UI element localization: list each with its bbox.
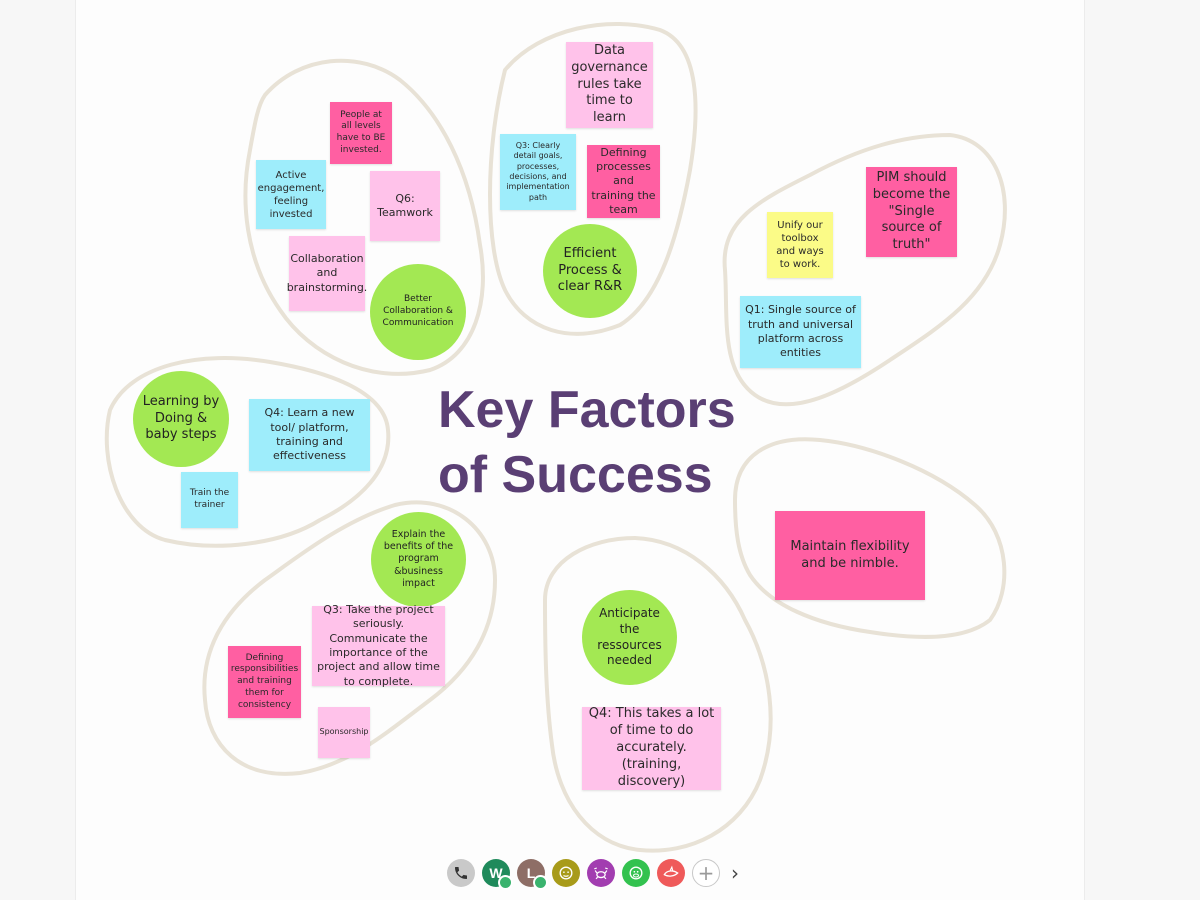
circle-anticipate-resources[interactable]: Anticipate the ressources needed <box>582 590 677 685</box>
sticky-note-q1-single-source[interactable]: Q1: Single source of truth and universal… <box>740 296 861 368</box>
add-participant-button[interactable]: + <box>692 859 720 887</box>
board-title: Key Factors of Success <box>438 378 758 508</box>
sticky-note-active-engagement[interactable]: Active engagement, feeling invested <box>256 160 326 229</box>
sticky-note-collaboration-brainstorming[interactable]: Collaboration and brainstorming. <box>287 236 367 311</box>
avatar-l[interactable]: L <box>517 859 548 890</box>
sticky-note-defining-processes[interactable]: Defining processes and training the team <box>587 145 660 218</box>
sticky-note-pim-single-source[interactable]: PIM should become the "Single source of … <box>866 167 957 257</box>
sticky-note-people-invested[interactable]: People at all levels have to BE invested… <box>330 102 392 164</box>
circle-better-collaboration[interactable]: Better Collaboration & Communication <box>370 264 466 360</box>
sticky-note-q4-takes-time[interactable]: Q4: This takes a lot of time to do accur… <box>582 706 721 790</box>
sticky-note-unify-toolbox[interactable]: Unify our toolbox and ways to work. <box>767 212 833 278</box>
circle-learning-by-doing[interactable]: Learning by Doing & baby steps <box>133 371 229 467</box>
phone-icon[interactable] <box>447 859 475 887</box>
sticky-note-teamwork[interactable]: Q6: Teamwork <box>370 171 440 241</box>
online-status-icon <box>533 875 548 890</box>
avatar-shark-icon[interactable] <box>657 859 685 887</box>
sticky-note-q3-goals[interactable]: Q3: Clearly detail goals, processes, dec… <box>500 134 576 210</box>
participants-toolbar: W L + › <box>447 857 742 890</box>
sticky-note-train-the-trainer[interactable]: Train the trainer <box>181 472 238 528</box>
sticky-note-data-governance[interactable]: Data governance rules take time to learn <box>566 42 653 128</box>
avatar-l-letter: L <box>526 865 536 881</box>
avatar-w[interactable]: W <box>482 859 513 890</box>
sticky-note-sponsorship[interactable]: Sponsorship <box>318 707 370 758</box>
board-title-line-1: Key Factors <box>438 381 736 439</box>
avatar-crab-icon[interactable] <box>587 859 615 887</box>
board-title-line-2: of Success <box>438 446 713 504</box>
sticky-note-q4-learn-tool[interactable]: Q4: Learn a new tool/ platform, training… <box>249 399 370 471</box>
online-status-icon <box>498 875 513 890</box>
next-chevron-button[interactable]: › <box>731 861 739 885</box>
sticky-note-maintain-flexibility[interactable]: Maintain flexibility and be nimble. <box>775 511 925 600</box>
sticky-note-defining-responsibilities[interactable]: Defining responsibilities and training t… <box>228 646 301 718</box>
circle-explain-benefits[interactable]: Explain the benefits of the program &bus… <box>371 512 466 607</box>
avatar-monkey-icon[interactable] <box>552 859 580 887</box>
avatar-gorilla-icon[interactable] <box>622 859 650 887</box>
sticky-note-q3-take-seriously[interactable]: Q3: Take the project seriously. Communic… <box>312 603 445 688</box>
circle-efficient-process[interactable]: Efficient Process & clear R&R <box>543 224 637 318</box>
